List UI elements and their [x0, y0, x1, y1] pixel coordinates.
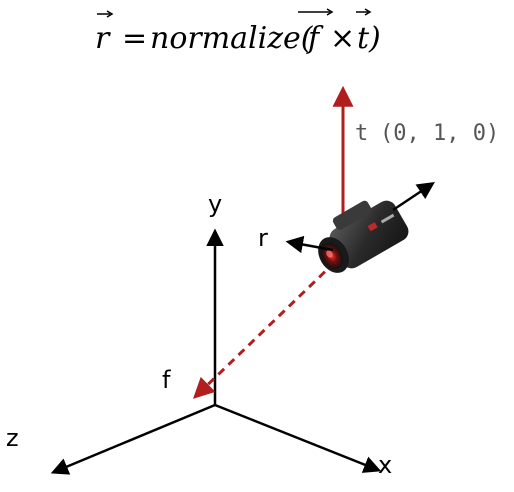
f-vector-label: f [162, 366, 171, 394]
x-axis-label: x [378, 451, 392, 479]
f-vector-arrow [192, 260, 337, 399]
formula: r = normalize( f × t ) [95, 8, 381, 56]
formula-equals: = [122, 21, 147, 56]
t-vector-label: t [355, 121, 368, 146]
y-axis-label: y [208, 190, 222, 218]
r-vector-arrow [285, 235, 334, 254]
formula-f: f [306, 21, 324, 56]
vector-arrow-r-icon [97, 10, 114, 18]
vector-arrow-t-icon [356, 8, 372, 16]
formula-r: r [95, 21, 111, 56]
formula-t: t [357, 21, 370, 56]
z-axis [50, 403, 216, 475]
formula-times: × [330, 21, 355, 56]
world-axes: y x z [6, 190, 392, 479]
formula-normalize: normalize( [150, 21, 314, 56]
r-vector-label: r [258, 224, 268, 252]
t-vector-value: (0, 1, 0) [380, 121, 499, 146]
x-axis [214, 403, 382, 473]
video-camera-icon [318, 200, 409, 273]
z-axis-label: z [6, 424, 19, 452]
vector-arrow-f-icon [298, 8, 334, 16]
camera-up-right-arrow [392, 182, 435, 212]
formula-close: ) [368, 21, 381, 56]
